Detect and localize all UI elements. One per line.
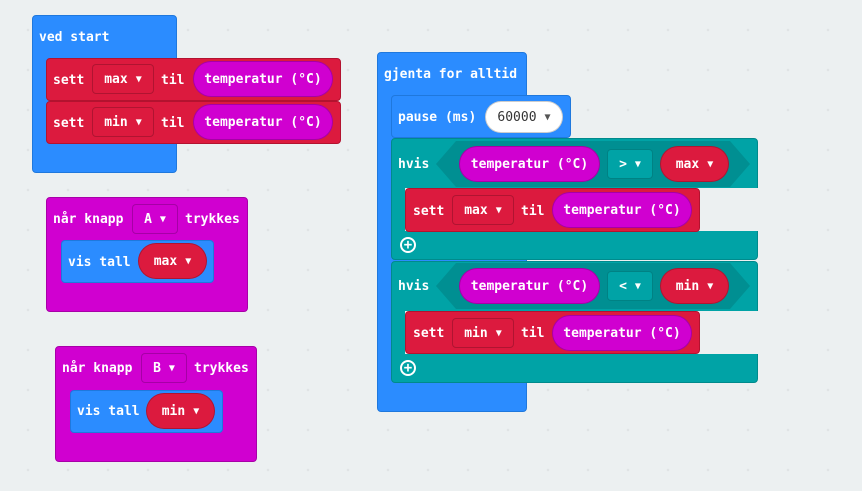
- set-label: sett: [413, 204, 445, 219]
- dropdown-arrow-icon: ▼: [544, 111, 551, 123]
- pressed-label: trykkes: [194, 361, 249, 376]
- dropdown-arrow-icon: ▼: [707, 158, 714, 170]
- temperature-reporter[interactable]: temperatur (°C): [193, 61, 333, 97]
- operator: <: [619, 278, 627, 294]
- var-name: max: [675, 156, 700, 172]
- dropdown-arrow-icon: ▼: [193, 405, 200, 417]
- operator-dropdown[interactable]: >▼: [607, 149, 653, 179]
- set-label: sett: [53, 73, 85, 88]
- variable-reporter[interactable]: min ▼: [146, 393, 215, 429]
- operator: >: [619, 156, 627, 172]
- dropdown-arrow-icon: ▼: [159, 213, 166, 225]
- button-event-label: når knapp: [53, 212, 124, 227]
- pause-value: 60000: [497, 109, 537, 125]
- show-number-label: vis tall: [68, 255, 131, 270]
- if-label: hvis: [398, 279, 430, 294]
- to-label: til: [521, 204, 545, 219]
- var-name: max: [104, 71, 128, 87]
- var-name: min: [464, 325, 488, 341]
- set-label: sett: [53, 116, 85, 131]
- on-start-label: ved start: [39, 30, 110, 45]
- button-name: B: [153, 360, 161, 376]
- variable-dropdown[interactable]: min ▼: [92, 107, 154, 137]
- var-name: min: [104, 114, 128, 130]
- button-event-label: når knapp: [62, 361, 133, 376]
- operator-dropdown[interactable]: <▼: [607, 271, 653, 301]
- temperature-reporter[interactable]: temperatur (°C): [552, 192, 692, 228]
- var-name: min: [161, 403, 186, 419]
- pause-value-dropdown[interactable]: 60000 ▼: [485, 101, 563, 133]
- show-number-label: vis tall: [77, 404, 140, 419]
- dropdown-arrow-icon: ▼: [168, 362, 175, 374]
- dropdown-arrow-icon: ▼: [495, 204, 502, 216]
- temperature-reporter[interactable]: temperatur (°C): [552, 315, 692, 351]
- variable-reporter[interactable]: max ▼: [138, 243, 207, 279]
- dropdown-arrow-icon: ▼: [634, 158, 641, 170]
- dropdown-arrow-icon: ▼: [495, 327, 502, 339]
- variable-reporter[interactable]: max ▼: [660, 146, 729, 182]
- add-else-plus-icon[interactable]: +: [400, 237, 416, 253]
- dropdown-arrow-icon: ▼: [707, 280, 714, 292]
- var-name: max: [464, 202, 488, 218]
- to-label: til: [521, 326, 545, 341]
- variable-dropdown[interactable]: max ▼: [452, 195, 514, 225]
- variable-dropdown[interactable]: max ▼: [92, 64, 154, 94]
- variable-dropdown[interactable]: min ▼: [452, 318, 514, 348]
- var-name: max: [153, 253, 178, 269]
- button-dropdown[interactable]: A▼: [132, 204, 178, 234]
- var-name: min: [675, 278, 700, 294]
- temperature-reporter[interactable]: temperatur (°C): [193, 104, 333, 140]
- pressed-label: trykkes: [185, 212, 240, 227]
- pause-label: pause (ms): [398, 110, 477, 125]
- add-else-plus-icon[interactable]: +: [400, 360, 416, 376]
- dropdown-arrow-icon: ▼: [135, 73, 142, 85]
- dropdown-arrow-icon: ▼: [634, 280, 641, 292]
- button-name: A: [144, 211, 152, 227]
- dropdown-arrow-icon: ▼: [135, 116, 142, 128]
- set-label: sett: [413, 326, 445, 341]
- if-label: hvis: [398, 157, 430, 172]
- forever-label: gjenta for alltid: [384, 67, 518, 82]
- button-dropdown[interactable]: B▼: [141, 353, 187, 383]
- to-label: til: [161, 73, 185, 88]
- to-label: til: [161, 116, 185, 131]
- temperature-reporter[interactable]: temperatur (°C): [459, 146, 600, 182]
- dropdown-arrow-icon: ▼: [185, 255, 192, 267]
- variable-reporter[interactable]: min ▼: [660, 268, 729, 304]
- temperature-reporter[interactable]: temperatur (°C): [459, 268, 600, 304]
